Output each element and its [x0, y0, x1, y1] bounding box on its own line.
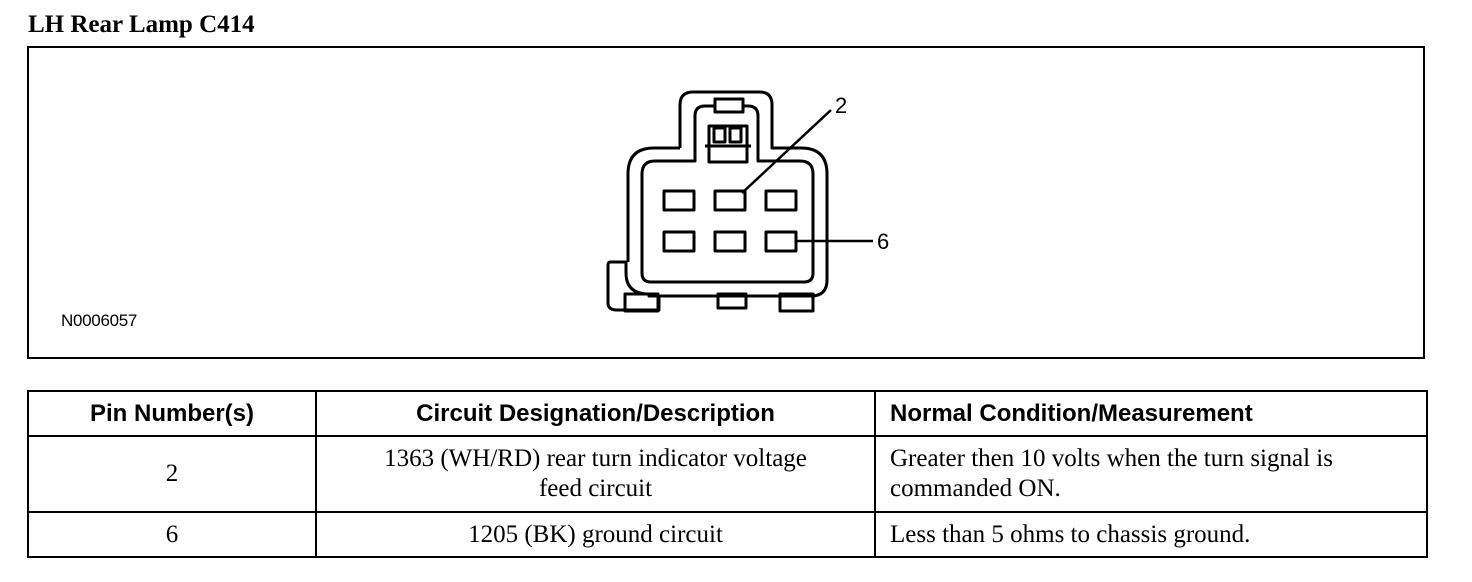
callout-label-6: 6: [877, 229, 890, 254]
page-title: LH Rear Lamp C414: [28, 11, 255, 38]
pin-cavity-3: [764, 189, 798, 212]
table-row: 2 1363 (WH/RD) rear turn indicator volta…: [27, 435, 1428, 513]
latch-slot-right: [728, 126, 743, 144]
condition-cell: Less than 5 ohms to chassis ground.: [874, 511, 1428, 558]
latch-top: [713, 97, 745, 114]
connector-inner-body: [640, 104, 815, 284]
pin-cavity-4: [662, 230, 696, 253]
pin-cavity-2: [713, 189, 747, 212]
bottom-tab-left: [623, 292, 660, 313]
header-condition: Normal Condition/Measurement: [874, 390, 1428, 437]
callout-label-2: 2: [835, 93, 848, 118]
connector-face-drawing: [606, 90, 873, 313]
latch-slot-left: [712, 126, 727, 144]
callout-leader-2: [741, 109, 832, 194]
condition-cell: Greater then 10 volts when the turn sign…: [874, 435, 1428, 513]
table-row: 6 1205 (BK) ground circuit Less than 5 o…: [27, 511, 1428, 558]
circuit-cell: 1205 (BK) ground circuit: [315, 511, 876, 558]
connector-housing-outline-left: [626, 146, 680, 262]
pin-cell: 2: [27, 435, 317, 513]
table-header-row: Pin Number(s) Circuit Designation/Descri…: [27, 390, 1428, 437]
pin-cavity-1: [662, 189, 696, 212]
connector-diagram: 2 6 N0006057: [27, 46, 1425, 359]
pin-cavity-5: [713, 230, 747, 253]
pin-table: Pin Number(s) Circuit Designation/Descri…: [27, 390, 1428, 558]
figure-id: N0006057: [61, 311, 138, 330]
latch-body: [707, 124, 749, 164]
connector-housing-outline: [606, 90, 829, 312]
pin-cell: 6: [27, 511, 317, 558]
bottom-tab-right: [778, 292, 815, 313]
bottom-tab-middle: [716, 292, 748, 310]
header-circuit: Circuit Designation/Description: [315, 390, 876, 437]
circuit-cell: 1363 (WH/RD) rear turn indicator voltage…: [315, 435, 876, 513]
pin-cavity-6: [764, 230, 798, 253]
header-pin-number: Pin Number(s): [27, 390, 317, 437]
